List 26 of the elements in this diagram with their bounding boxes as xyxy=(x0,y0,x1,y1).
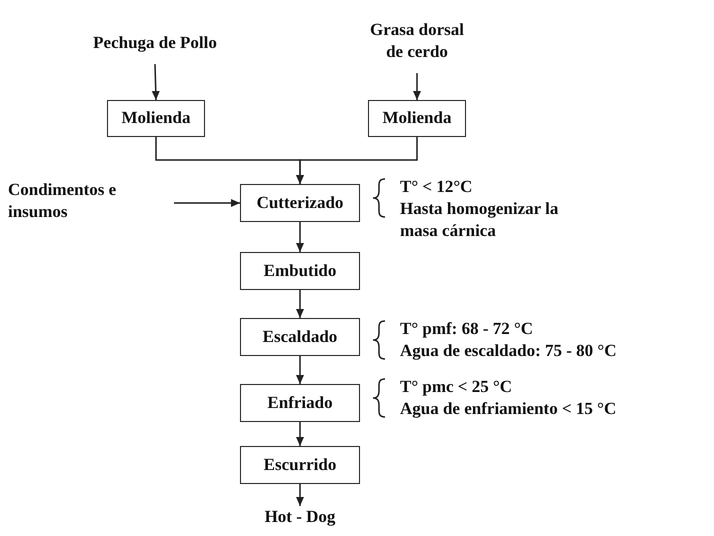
input-label: Grasa dorsal de cerdo xyxy=(369,18,465,63)
process-box: Molienda xyxy=(107,100,205,137)
arrow xyxy=(296,222,304,252)
process-note: T° pmc < 25 °C xyxy=(400,376,514,398)
input-label: Condimentos e insumos xyxy=(8,178,118,223)
process-note: Agua de enfriamiento < 15 °C xyxy=(400,398,616,420)
input-label: Hot - Dog xyxy=(264,506,336,528)
input-label: Pechuga de Pollo xyxy=(93,32,217,54)
arrow xyxy=(296,290,304,318)
arrow xyxy=(413,73,421,100)
process-note: Agua de escaldado: 75 - 80 °C xyxy=(400,340,616,362)
arrow xyxy=(152,64,160,100)
arrow xyxy=(296,356,304,384)
arrow xyxy=(296,137,418,184)
arrow xyxy=(174,199,240,207)
arrow xyxy=(296,484,304,506)
process-box: Enfriado xyxy=(240,384,360,422)
process-box: Cutterizado xyxy=(240,184,360,222)
process-note: Hasta homogenizar la masa cárnica xyxy=(400,198,560,242)
process-box: Escaldado xyxy=(240,318,360,356)
arrow xyxy=(296,422,304,446)
process-box: Escurrido xyxy=(240,446,360,484)
process-box: Molienda xyxy=(368,100,466,137)
process-box: Embutido xyxy=(240,252,360,290)
process-note: T° < 12°C xyxy=(400,176,474,198)
process-note: T° pmf: 68 - 72 °C xyxy=(400,318,534,340)
